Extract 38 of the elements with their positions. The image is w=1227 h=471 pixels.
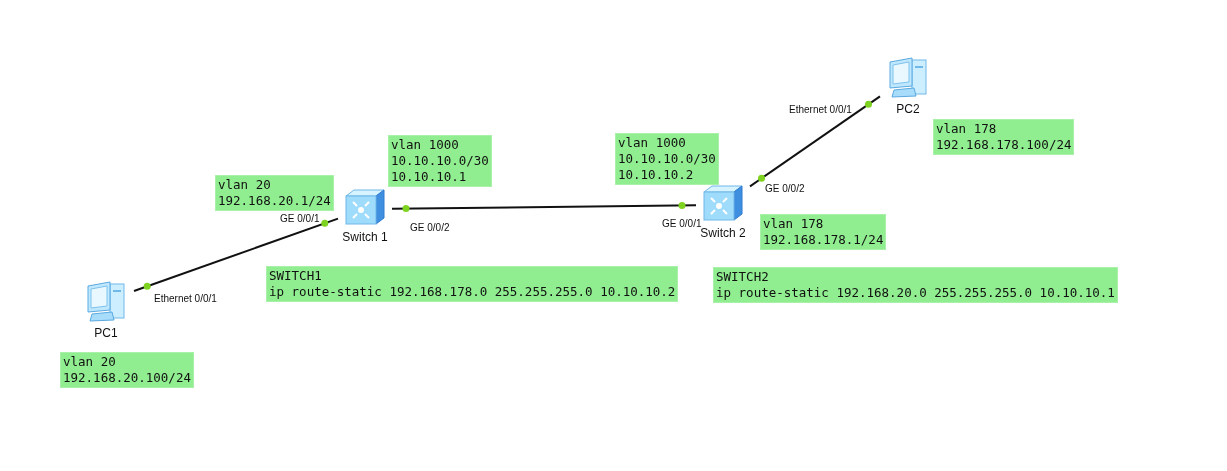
config-line: vlan 20 xyxy=(218,177,272,193)
device-name: Switch 1 xyxy=(342,230,388,244)
config-line: 192.168.20.100/24 xyxy=(63,370,191,386)
config-note xyxy=(933,119,1075,155)
config-note xyxy=(388,135,492,187)
config-line: ip route-static 192.168.178.0 255.255.255.0 10.10.10.2 xyxy=(269,284,676,300)
port-label: GE 0/0/1 xyxy=(662,218,702,229)
port-label: GE 0/0/2 xyxy=(410,222,450,234)
network-link xyxy=(391,204,697,210)
config-note xyxy=(215,175,334,211)
config-note xyxy=(760,214,887,250)
config-line: 192.168.178.1/24 xyxy=(763,232,884,248)
config-line: vlan 20 xyxy=(63,354,117,370)
config-line: 10.10.10.0/30 xyxy=(391,153,489,169)
port-label: GE 0/0/1 xyxy=(280,213,320,225)
device-name: PC2 xyxy=(896,102,920,116)
port-label: Ethernet 0/0/1 xyxy=(789,104,852,116)
config-note xyxy=(615,133,719,185)
config-line: 10.10.10.2 xyxy=(618,167,695,183)
config-note xyxy=(713,267,1118,303)
device-name: PC1 xyxy=(94,326,118,340)
config-line: vlan 178 xyxy=(936,121,998,137)
config-line: 192.168.178.100/24 xyxy=(936,137,1072,153)
config-line: 192.168.20.1/24 xyxy=(218,193,331,209)
config-line: 10.10.10.1 xyxy=(391,169,468,185)
port-label: GE 0/0/2 xyxy=(765,183,805,195)
config-line: SWITCH1 xyxy=(269,268,323,284)
network-link xyxy=(133,217,339,293)
config-note xyxy=(60,352,194,388)
config-line: vlan 178 xyxy=(763,216,825,232)
port-label: Ethernet 0/0/1 xyxy=(154,293,217,305)
config-line: vlan 1000 xyxy=(618,135,687,151)
config-line: SWITCH2 xyxy=(716,269,770,285)
device-name: Switch 2 xyxy=(700,226,746,240)
config-line: vlan 1000 xyxy=(391,137,460,153)
config-note xyxy=(266,266,679,302)
config-line: 10.10.10.0/30 xyxy=(618,151,716,167)
config-line: ip route-static 192.168.20.0 255.255.255.0 10.10.10.1 xyxy=(716,285,1115,301)
